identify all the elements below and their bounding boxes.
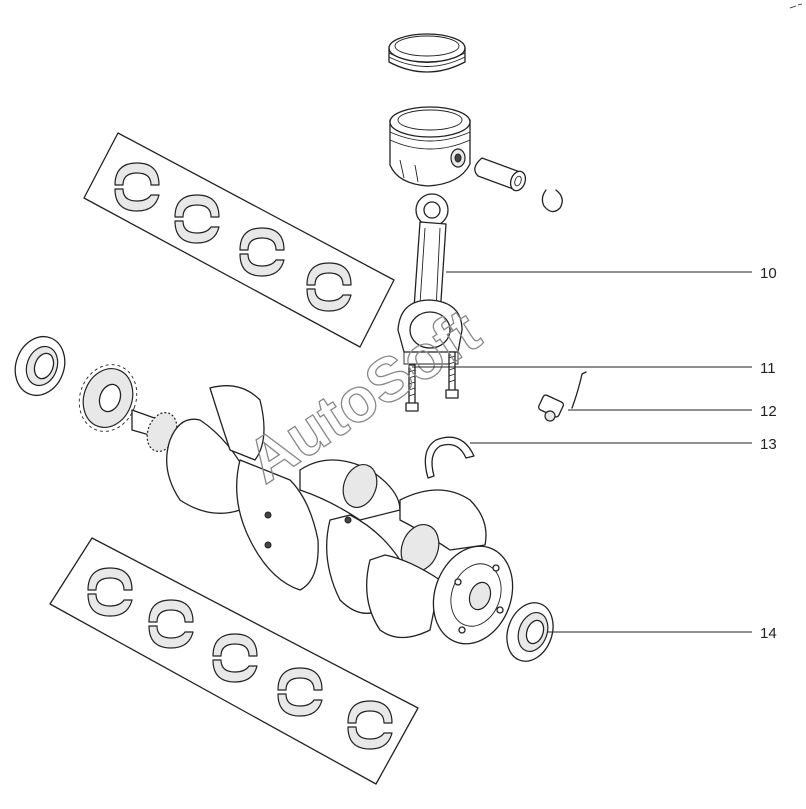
upper-bearing-shells-box: [83, 132, 395, 348]
callout-label-12: 12: [760, 403, 777, 420]
thrust-washer: [424, 436, 475, 479]
rod-bolts: [405, 351, 459, 412]
piston-pin: [474, 157, 527, 192]
callout-label-11: 11: [760, 360, 776, 377]
rear-oil-seal: [506, 602, 554, 662]
bearing-shell: [148, 599, 194, 649]
callout-label-14: 14: [760, 625, 777, 642]
bearing-shell: [277, 667, 323, 717]
lower-bearing-shells-box: [49, 537, 419, 785]
callout-label-10: 10: [760, 265, 777, 282]
bearing-shell: [347, 700, 393, 750]
corner-mark: [789, 3, 803, 9]
callout-label-13: 13: [760, 436, 777, 453]
piston-pin-circlip: [541, 189, 563, 213]
oil-jet: [537, 371, 587, 422]
bearing-shell: [87, 567, 133, 617]
timing-sprocket: [78, 364, 138, 432]
front-oil-seal: [14, 335, 66, 397]
crankshaft: [131, 385, 514, 645]
bearing-shell: [174, 194, 220, 244]
piston-rings: [388, 33, 466, 73]
connecting-rod: [397, 193, 463, 365]
bearing-shell: [114, 162, 160, 212]
bearing-shell: [239, 227, 285, 277]
piston: [389, 106, 471, 187]
callout-leaders: [412, 271, 752, 633]
bearing-shell: [212, 633, 258, 683]
bearing-shell: [306, 262, 352, 312]
